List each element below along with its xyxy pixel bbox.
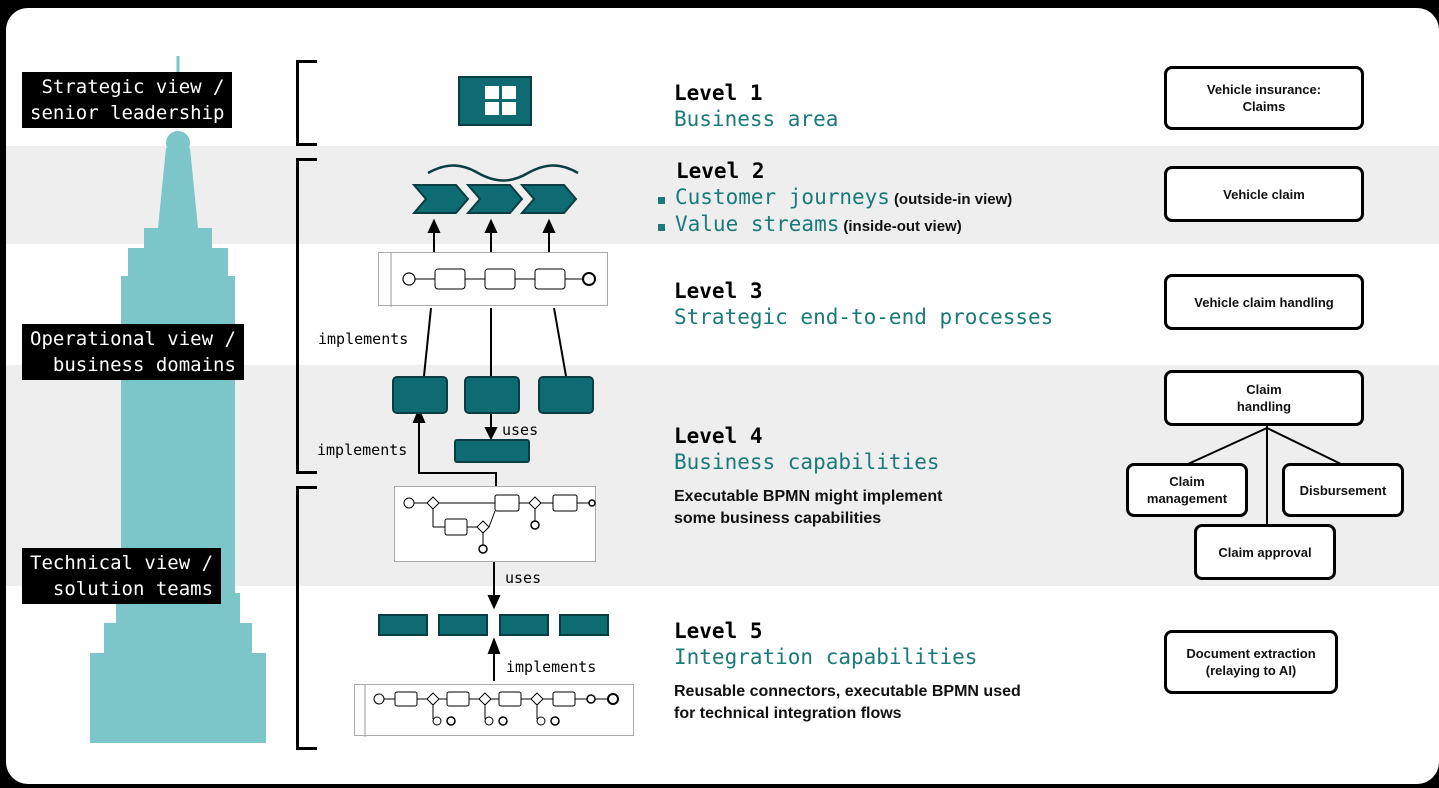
example-l4-root-line1: Claim — [1246, 382, 1282, 397]
level-5-subtitle: Integration capabilities — [674, 645, 978, 669]
level-5: Level 5 Integration capabilities Reusabl… — [674, 618, 1021, 725]
example-level-2: Vehicle claim — [1164, 166, 1364, 222]
implements-label-l4: implements — [317, 441, 408, 459]
business-capability-1 — [392, 376, 448, 414]
business-capability-3 — [538, 376, 594, 414]
view-label-strategic: Strategic view / senior leadership — [22, 72, 233, 128]
level-2-item-2: Value streams (inside-out view) — [658, 211, 1012, 238]
level-4-desc-1: Executable BPMN might implement — [674, 488, 943, 505]
bracket-technical — [296, 486, 317, 750]
bracket-strategic — [296, 60, 317, 146]
customer-journeys-note: (outside-in view) — [893, 191, 1013, 208]
level-5-desc-1: Reusable connectors, executable BPMN use… — [674, 683, 1021, 700]
level-3-subtitle: Strategic end-to-end processes — [674, 305, 1054, 329]
business-area-icon — [458, 76, 532, 126]
integration-connector-3 — [499, 614, 549, 636]
example-l5-line1: Document extraction — [1186, 646, 1316, 661]
example-level-3: Vehicle claim handling — [1164, 274, 1364, 330]
implements-label-l3: implements — [318, 330, 409, 348]
diagram-canvas: implements implements uses uses implemen… — [6, 8, 1439, 784]
integration-connector-1 — [378, 614, 428, 636]
level-2-item-1: Customer journeys (outside-in view) — [658, 184, 1012, 211]
value-streams-label: Value streams — [675, 212, 840, 236]
integration-connector-2 — [438, 614, 488, 636]
level-5-title: Level 5 — [674, 619, 763, 643]
level-3: Level 3 Strategic end-to-end processes — [674, 278, 1053, 331]
level-4-desc-2: some business capabilities — [674, 510, 882, 527]
business-capability-2 — [464, 376, 520, 414]
example-level-5: Document extraction (relaying to AI) — [1164, 630, 1338, 694]
level-1-subtitle: Business area — [674, 107, 839, 131]
level-2-title: Level 2 — [676, 159, 765, 183]
example-l4-child1-line2: management — [1146, 491, 1228, 506]
example-l4-child2: Disbursement — [1299, 482, 1387, 498]
example-level-4-claim-management: Claim management — [1126, 463, 1248, 517]
level-2: Level 2 Customer journeys (outside-in vi… — [658, 158, 1012, 238]
uses-label-l5: uses — [505, 569, 542, 587]
level-4: Level 4 Business capabilities Executable… — [674, 423, 943, 530]
implements-label-l5: implements — [506, 658, 597, 676]
example-l4-child1-line1: Claim — [1169, 474, 1205, 489]
integration-connector-4 — [559, 614, 609, 636]
example-l1-line2: Claims — [1242, 99, 1286, 114]
value-streams-note: (inside-out view) — [843, 218, 962, 235]
example-l2-text: Vehicle claim — [1223, 186, 1305, 202]
tower-illustration — [90, 56, 266, 743]
example-l4-child3: Claim approval — [1218, 544, 1312, 560]
business-capability-sub — [454, 439, 530, 463]
example-l3-text: Vehicle claim handling — [1194, 294, 1334, 310]
level-5-desc-2: for technical integration flows — [674, 705, 902, 722]
example-level-4-claim-approval: Claim approval — [1194, 524, 1336, 580]
example-l4-root-line2: handling — [1236, 399, 1292, 414]
bpmn-process-thumbnail-l5 — [354, 684, 634, 737]
level-4-title: Level 4 — [674, 424, 763, 448]
diagram-graphics — [90, 56, 1342, 743]
bracket-operational — [296, 158, 317, 474]
example-level-4-root: Claim handling — [1164, 370, 1364, 426]
example-l5-line2: (relaying to AI) — [1205, 663, 1297, 678]
level-3-title: Level 3 — [674, 279, 763, 303]
level-4-subtitle: Business capabilities — [674, 450, 940, 474]
example-l1-line1: Vehicle insurance: — [1206, 82, 1322, 97]
bpmn-process-thumbnail-l3 — [378, 252, 608, 307]
level-1-title: Level 1 — [674, 81, 763, 105]
view-label-operational: Operational view / business domains — [22, 324, 244, 380]
level-1: Level 1 Business area — [674, 80, 838, 133]
uses-label-l4: uses — [502, 421, 539, 439]
example-level-4-disbursement: Disbursement — [1282, 463, 1404, 517]
example-level-1: Vehicle insurance: Claims — [1164, 66, 1364, 130]
view-label-technical: Technical view / solution teams — [22, 548, 222, 604]
bullet-icon — [658, 196, 665, 204]
bpmn-process-thumbnail-l4 — [394, 486, 596, 562]
bullet-icon — [658, 223, 665, 231]
customer-journeys-label: Customer journeys — [675, 185, 890, 209]
